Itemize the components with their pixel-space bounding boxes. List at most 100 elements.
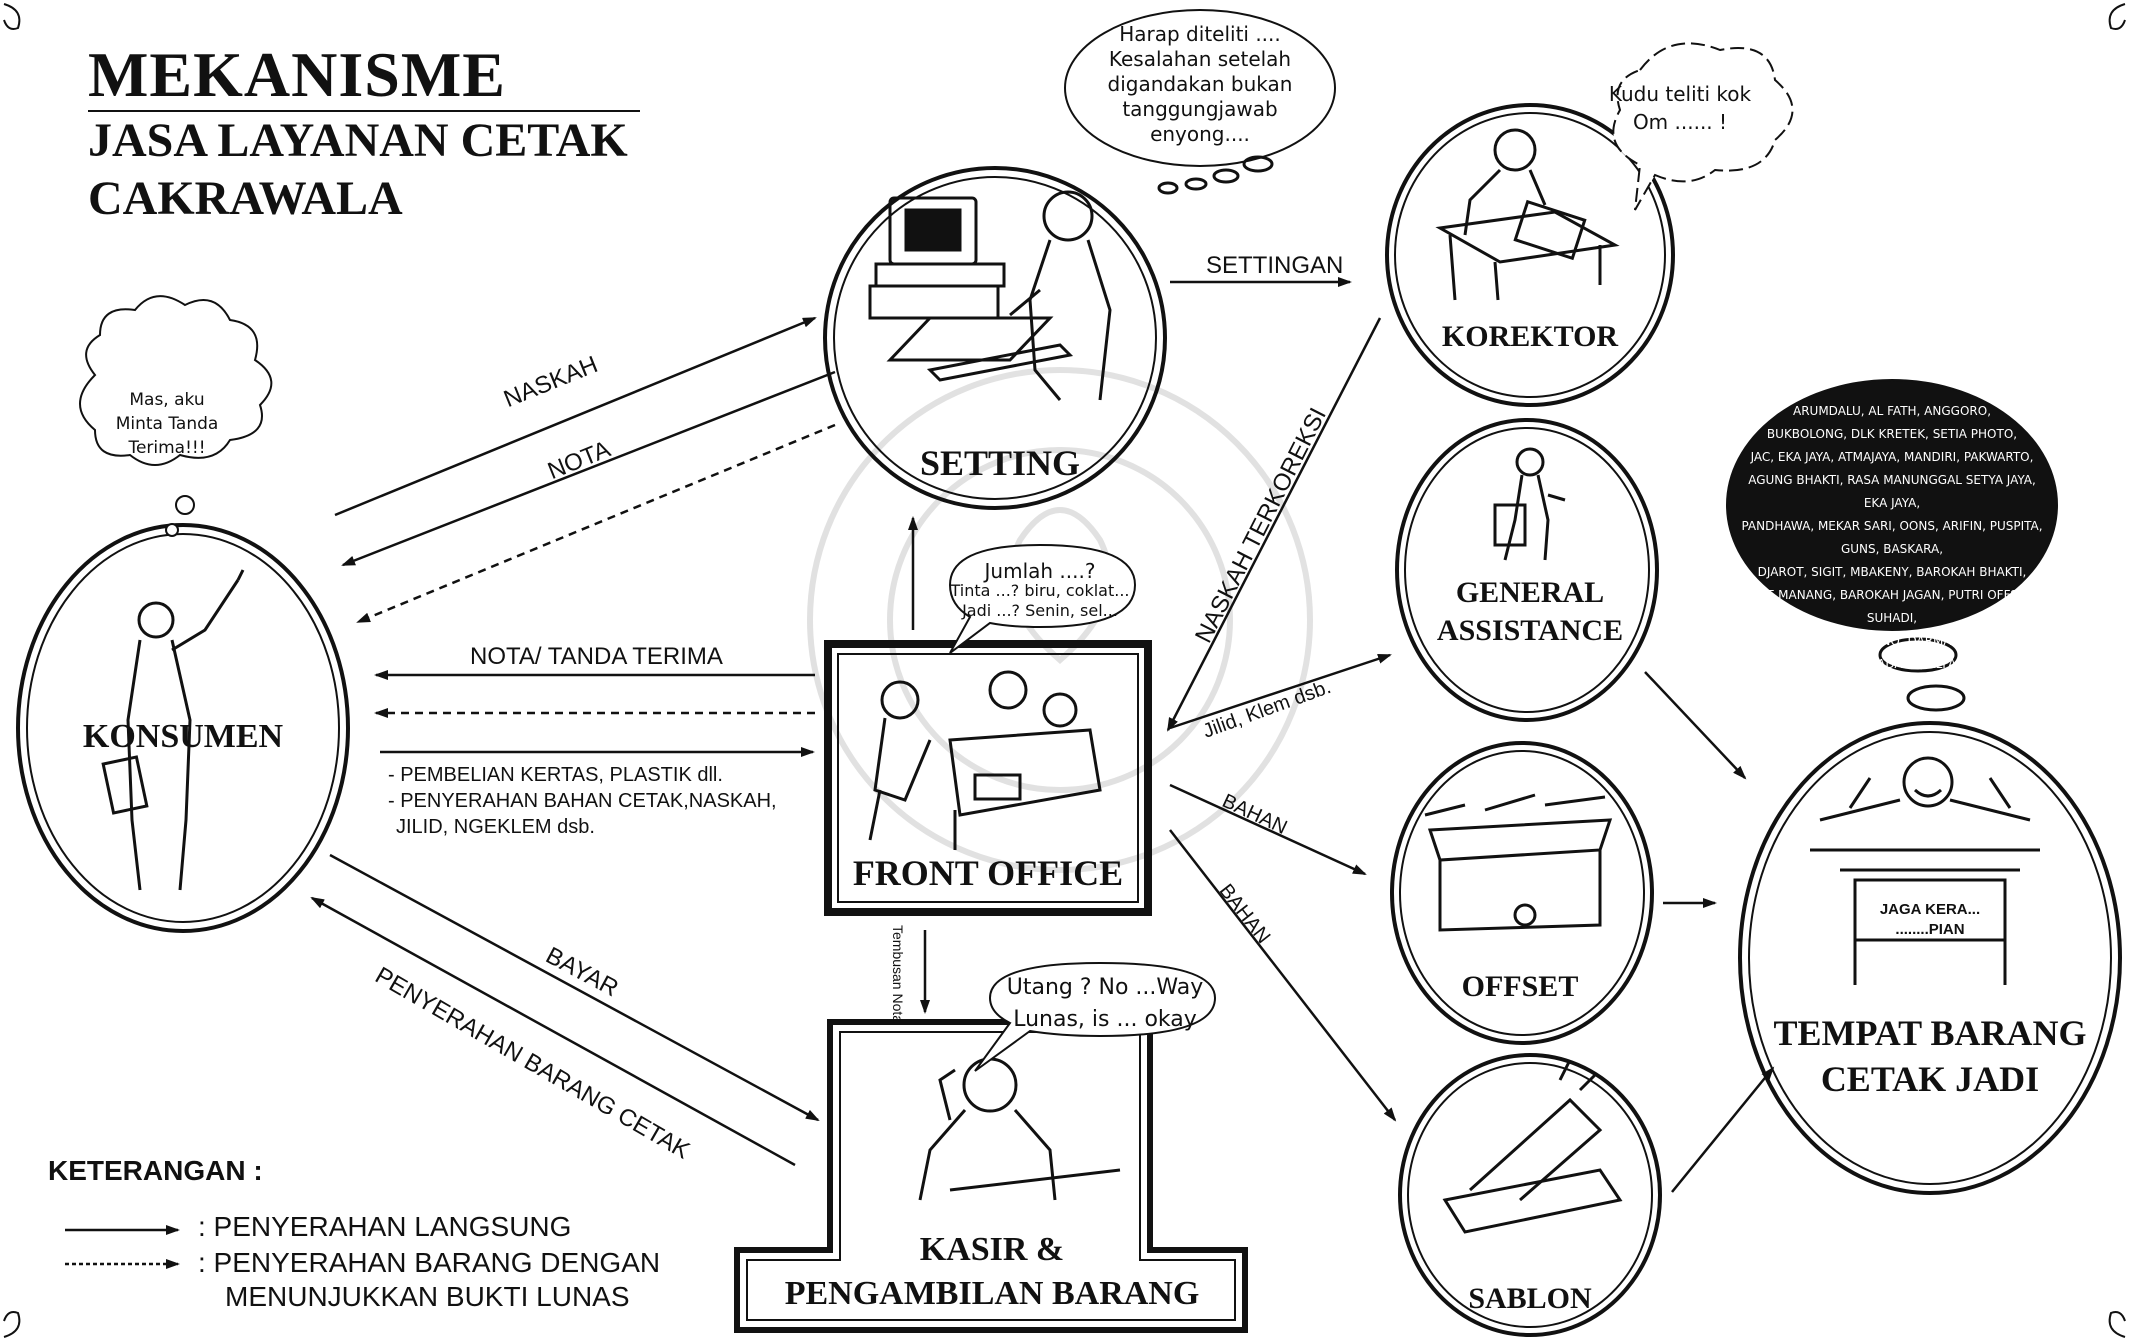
front-office-node (824, 640, 1152, 916)
kasir-label-line-2: PENGAMBILAN BARANG (784, 1275, 1200, 1312)
cashier-icon (918, 1057, 1121, 1201)
worker-icon (1493, 447, 1566, 561)
kasir-node (734, 1019, 1248, 1333)
arrow-sablon-to-tempat (1671, 1066, 1775, 1193)
page-title: MEKANISME (88, 39, 506, 110)
kasir-speech-bubble (974, 961, 1217, 1072)
setting-node-inner (833, 176, 1157, 500)
setting-bubble-line-5: enyong.... (1150, 122, 1250, 146)
finished-goods-icon (1810, 756, 2040, 985)
sablon-label: SABLON (1468, 1282, 1592, 1315)
sign-line-1: JAGA KERA... (1879, 901, 1981, 918)
tempat-bubble-line-1: ARUMDALU, AL FATH, ANGGORO, (1792, 404, 1992, 418)
konsumen-bubble-line-1: Mas, aku (129, 390, 205, 410)
kasir-label-line-1: KASIR & (919, 1231, 1065, 1268)
korektor-label: KOREKTOR (1441, 320, 1619, 353)
tempat-barang-node (1738, 721, 2122, 1195)
setting-bubble-tail (1157, 155, 1274, 195)
konsumen-label: KONSUMEN (82, 718, 284, 755)
kasir-label: KASIR & PENGAMBILAN BARANG (747, 1228, 1237, 1316)
konsumen-bubble-text: Mas, aku Minta Tanda Terima!!! (92, 388, 242, 460)
tempat-bubble-line-4: AGUNG BHAKTI, RASA MANUNGGAL SETYA JAYA,… (1748, 473, 2036, 510)
paper-stack-icon (1424, 793, 1613, 932)
sablon-node-inner (1407, 1062, 1653, 1328)
legend-solid-label: : PENYERAHAN LANGSUNG (198, 1211, 572, 1242)
proofreader-icon (1435, 128, 1620, 301)
tempat-bubble-line-3: JAC, EKA JAYA, ATMAJAYA, MANDIRI, PAKWAR… (1750, 450, 2034, 464)
general-label-line-1: GENERAL (1455, 576, 1605, 609)
front-office-label: FRONT OFFICE (852, 853, 1124, 893)
tempat-barang-label: TEMPAT BARANG CETAK JADI (1760, 1010, 2100, 1102)
watermark-emblem (807, 367, 1313, 873)
front-office-bubble-line-3: Jadi ...? Senin, sel... (962, 601, 1118, 620)
meeting-desk-icon (868, 670, 1102, 850)
setting-bubble-line-4: tanggungjawab (1122, 97, 1278, 121)
arrows (65, 277, 1775, 1269)
legend-title: KETERANGAN : (48, 1155, 263, 1186)
tempat-bubble-line-2: BUKBOLONG, DLK KRETEK, SETIA PHOTO, (1766, 427, 2018, 441)
konsumen-node-inner (26, 533, 340, 923)
setting-bubble-line-2: Kesalahan setelah (1108, 47, 1292, 71)
arrow-jilid-klem (1169, 653, 1392, 730)
kasir-bubble-line-2: Lunas, is ... okay (1013, 1007, 1197, 1032)
konsumen-bubble-line-3: Terima!!! (128, 438, 206, 458)
pembelian-line-3: JILID, NGEKLEM dsb. (396, 816, 595, 838)
tempat-bubble-tail (1878, 637, 1966, 712)
sablon-node (1398, 1053, 1662, 1337)
arrow-dashed-to-konsumen (356, 423, 836, 624)
offset-label: OFFSET (1461, 970, 1579, 1003)
caption-nota-tanda-terima: NOTA/ TANDA TERIMA (470, 643, 723, 670)
offset-node-inner (1399, 750, 1645, 1036)
general-assistance-node-inner (1404, 427, 1650, 713)
page-subtitle: JASA LAYANAN CETAK CAKRAWALA (88, 112, 628, 228)
arrow-nota (341, 370, 836, 567)
pembelian-line-1: - PEMBELIAN KERTAS, PLASTIK dll. (388, 764, 723, 786)
computer-operator-icon (868, 190, 1112, 401)
tempat-label-line-2: CETAK JADI (1820, 1059, 2040, 1099)
caption-settingan: SETTINGAN (1206, 252, 1344, 279)
front-office-speech-bubble (948, 543, 1137, 654)
legend-dashed-line-1: : PENYERAHAN BARANG DENGAN (198, 1247, 661, 1278)
arrow-bahan-sablon (1169, 829, 1397, 1122)
setting-speech-bubble (1064, 9, 1336, 167)
kasir-node-inner (746, 1031, 1236, 1321)
setting-bubble-line-3: digandakan bukan (1107, 72, 1293, 96)
corner-ornaments (3, 3, 2126, 1338)
tempat-label-line-1: TEMPAT BARANG (1773, 1013, 2087, 1053)
konsumen-bubble-line-2: Minta Tanda (115, 414, 219, 434)
caption-pembelian: - PEMBELIAN KERTAS, PLASTIK dll. - PENYE… (388, 762, 777, 840)
korektor-speech-bubble (1612, 42, 1794, 211)
arrow-bayar (329, 853, 820, 1122)
sign-line-2: ........PIAN (1895, 921, 1965, 938)
arrow-bahan-offset (1169, 783, 1367, 876)
general-assistance-label: GENERAL ASSISTANCE (1410, 574, 1650, 650)
subtitle-line-2: CAKRAWALA (88, 172, 403, 225)
setting-node (823, 166, 1167, 510)
setting-label: SETTING (919, 443, 1081, 483)
jaga-kerapian-sign (1853, 878, 2007, 942)
general-assistance-node (1395, 418, 1659, 722)
front-office-bubble-line-2: Tinta ...? biru, coklat... (950, 581, 1130, 600)
arrow-penyerahan-barang (310, 896, 796, 1167)
tempat-bubble-line-5: PANDHAWA, MEKAR SARI, OONS, ARIFIN, PUSP… (1741, 519, 2043, 556)
kasir-bubble-line-1: Utang ? No ...Way (1006, 975, 1204, 1000)
korektor-node (1385, 103, 1675, 407)
korektor-bubble-line-1: Kudu teliti kok (1608, 82, 1752, 106)
tempat-speech-bubble (1726, 379, 2058, 631)
front-office-node-inner (837, 653, 1139, 903)
front-office-bubble-text: Jumlah ....? Tinta ...? biru, coklat... … (940, 561, 1140, 621)
tempat-bubble-line-9: GENDHON, PRADANA, ALFAGAMA (1791, 657, 1993, 671)
konsumen-speech-bubble (79, 295, 273, 537)
legend-dashed-label: : PENYERAHAN BARANG DENGAN MENUNJUKKAN B… (198, 1246, 660, 1314)
setting-bubble-line-1: Harap diteliti .... (1119, 22, 1281, 46)
caption-tembusan-nota: Tembusan Nota (890, 925, 906, 1024)
legend-dashed-line-2: MENUNJUKKAN BUKTI LUNAS (225, 1281, 630, 1312)
korektor-node-inner (1394, 112, 1666, 398)
konsumen-node (16, 523, 350, 933)
offset-node (1390, 741, 1654, 1045)
korektor-bubble-text: Kudu teliti kok Om ...... ! (1590, 80, 1770, 136)
tempat-bubble-line-6: DJAROT, SIGIT, MBAKENY, BAROKAH BHAKTI, (1757, 565, 2027, 579)
title-rule (88, 110, 640, 112)
arrow-naskah-terkoreksi (1166, 317, 1382, 732)
